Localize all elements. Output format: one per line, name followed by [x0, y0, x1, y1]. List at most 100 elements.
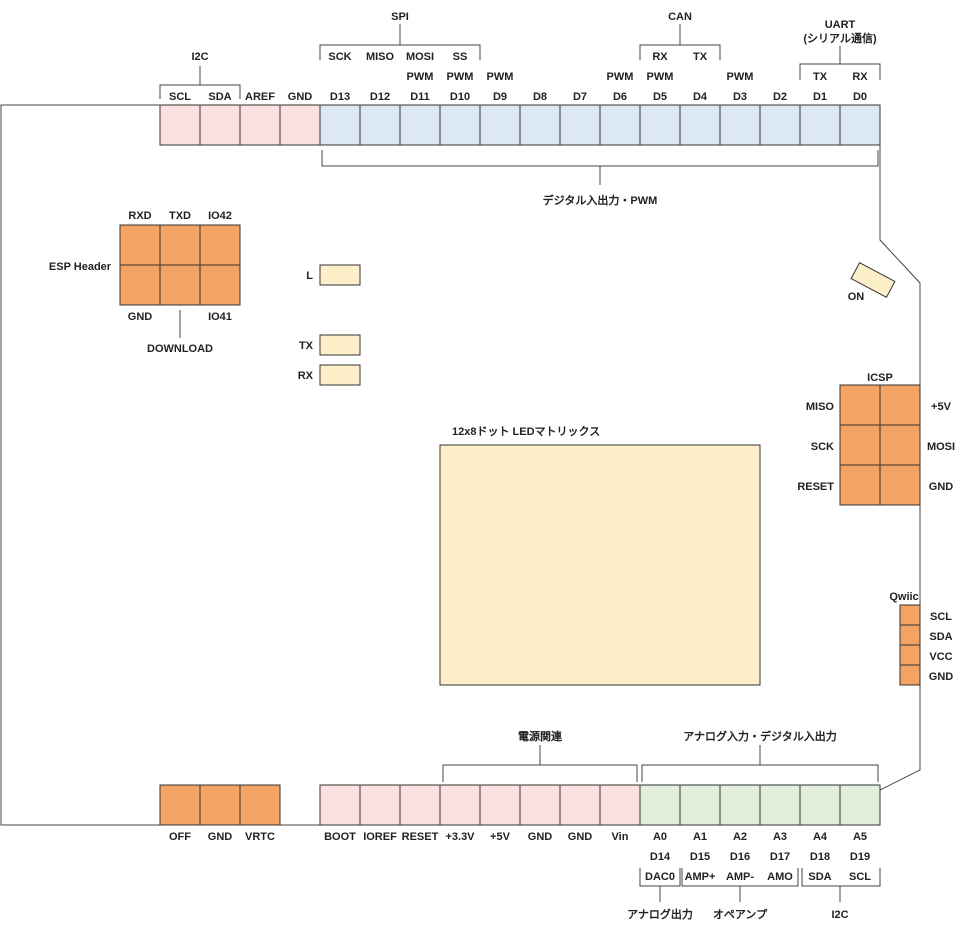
bottom-left-label-off: OFF	[169, 831, 191, 843]
digital-bracket	[321, 150, 879, 167]
esp-label-rxd: RXD	[128, 210, 151, 222]
led-l	[319, 264, 361, 286]
top-pin-d7	[559, 104, 601, 146]
power-pin-ioref-1	[359, 784, 401, 826]
power-label-ioref-1: IOREF	[363, 831, 397, 843]
top-pin-scl	[159, 104, 201, 146]
top-pin-aref	[239, 104, 281, 146]
qwiic-pin-sda	[899, 624, 921, 646]
digital-alias-d16: D16	[730, 851, 750, 863]
top-pin-label-sda: SDA	[208, 91, 231, 103]
power-label-gnd-5: GND	[528, 831, 553, 843]
power-pin-gnd-6	[559, 784, 601, 826]
power-pin-reset-2	[399, 784, 441, 826]
analog-pin-a1	[679, 784, 721, 826]
top-pin-d8	[519, 104, 561, 146]
special-label-sda-4: SDA	[808, 871, 831, 883]
top-pin-label-d11: D11	[410, 91, 430, 103]
spi-label-miso: MISO	[366, 51, 395, 63]
qwiic-connector	[899, 604, 921, 686]
analog-pin-a4	[799, 784, 841, 826]
bottom-left-pin-gnd	[199, 784, 241, 826]
power-label-3-3v-3: +3.3V	[445, 831, 475, 843]
esp-pin-io41	[199, 264, 241, 306]
bottom-left-pin-off	[159, 784, 201, 826]
icsp-label-5v: +5V	[931, 401, 952, 413]
uart-group-label: UART	[825, 19, 856, 31]
icsp-label-gnd: GND	[929, 481, 954, 493]
top-pin-label-d5: D5	[653, 91, 667, 103]
i2c-bottom-bracket	[801, 868, 881, 887]
pwm-label-d11: PWM	[407, 71, 434, 83]
analog-label-a3: A3	[773, 831, 787, 843]
top-pin-label-d9: D9	[493, 91, 507, 103]
power-label-5v-4: +5V	[490, 831, 511, 843]
top-pin-label-scl: SCL	[169, 91, 191, 103]
bottom-left-label-vrtc: VRTC	[245, 831, 275, 843]
pwm-label-d9: PWM	[487, 71, 514, 83]
board-outline	[0, 104, 921, 826]
power-label-vin-7: Vin	[612, 831, 629, 843]
led-matrix	[439, 444, 761, 686]
uart-group-sublabel: (シリアル通信)	[803, 31, 877, 45]
dac-caption: アナログ出力	[627, 907, 693, 921]
special-label-amo-3: AMO	[767, 871, 793, 883]
power-label-gnd-6: GND	[568, 831, 593, 843]
icsp-pin-5v	[879, 384, 921, 426]
icsp-label-sck: SCK	[811, 441, 834, 453]
spi-label-mosi: MOSI	[406, 51, 434, 63]
pwm-label-d10: PWM	[447, 71, 474, 83]
qwiic-pin-scl	[899, 604, 921, 626]
analog-pin-a3	[759, 784, 801, 826]
led-on-label: ON	[848, 291, 865, 303]
esp-label-gnd: GND	[128, 311, 153, 323]
bottom-left-label-gnd: GND	[208, 831, 233, 843]
icsp-pin-reset	[839, 464, 881, 506]
qwiic-label-scl: SCL	[930, 611, 952, 623]
esp-label-io41: IO41	[208, 311, 232, 323]
top-pin-d0	[839, 104, 881, 146]
qwiic-pin-vcc	[899, 644, 921, 666]
uart-label-tx: TX	[813, 71, 828, 83]
led-rx	[319, 364, 361, 386]
qwiic-title: Qwiic	[889, 591, 918, 603]
icsp-header	[839, 384, 921, 506]
icsp-label-miso: MISO	[806, 401, 835, 413]
qwiic-label-vcc: VCC	[929, 651, 952, 663]
digital-alias-d19: D19	[850, 851, 870, 863]
led-l-label: L	[306, 270, 313, 282]
esp-label-download: DOWNLOAD	[147, 343, 213, 355]
esp-label-txd: TXD	[169, 210, 191, 222]
i2c-bottom-caption: I2C	[831, 909, 848, 921]
analog-label-a1: A1	[693, 831, 707, 843]
spi-label-ss: SS	[453, 51, 468, 63]
top-pin-label-d0: D0	[853, 91, 867, 103]
top-pin-d3	[719, 104, 761, 146]
power-label-boot-0: BOOT	[324, 831, 356, 843]
power-group-label: 電源関連	[518, 729, 563, 743]
pwm-label-d6: PWM	[607, 71, 634, 83]
esp-pin-gnd	[119, 264, 161, 306]
top-pin-label-aref: AREF	[245, 91, 275, 103]
esp-pin-io42	[199, 224, 241, 266]
top-pin-d11	[399, 104, 441, 146]
top-pin-d5	[639, 104, 681, 146]
top-pin-label-d13: D13	[330, 91, 350, 103]
i2c-group-label: I2C	[191, 51, 208, 63]
special-label-scl-5: SCL	[849, 871, 871, 883]
top-pin-label-d8: D8	[533, 91, 547, 103]
pwm-label-d3: PWM	[727, 71, 754, 83]
icsp-label-mosi: MOSI	[927, 441, 955, 453]
icsp-pin-mosi	[879, 424, 921, 466]
matrix-title: 12x8ドット LEDマトリックス	[452, 425, 600, 438]
amp-caption: オペアンプ	[713, 907, 768, 921]
power-pin-boot-0	[319, 784, 361, 826]
icsp-pin-sck	[839, 424, 881, 466]
qwiic-label-gnd: GND	[929, 671, 954, 683]
top-pin-label-d12: D12	[370, 91, 390, 103]
can-group-label: CAN	[668, 11, 692, 23]
top-pin-d2	[759, 104, 801, 146]
icsp-pin-miso	[839, 384, 881, 426]
analog-label-a4: A4	[813, 831, 828, 843]
power-pin-3-3v-3	[439, 784, 481, 826]
